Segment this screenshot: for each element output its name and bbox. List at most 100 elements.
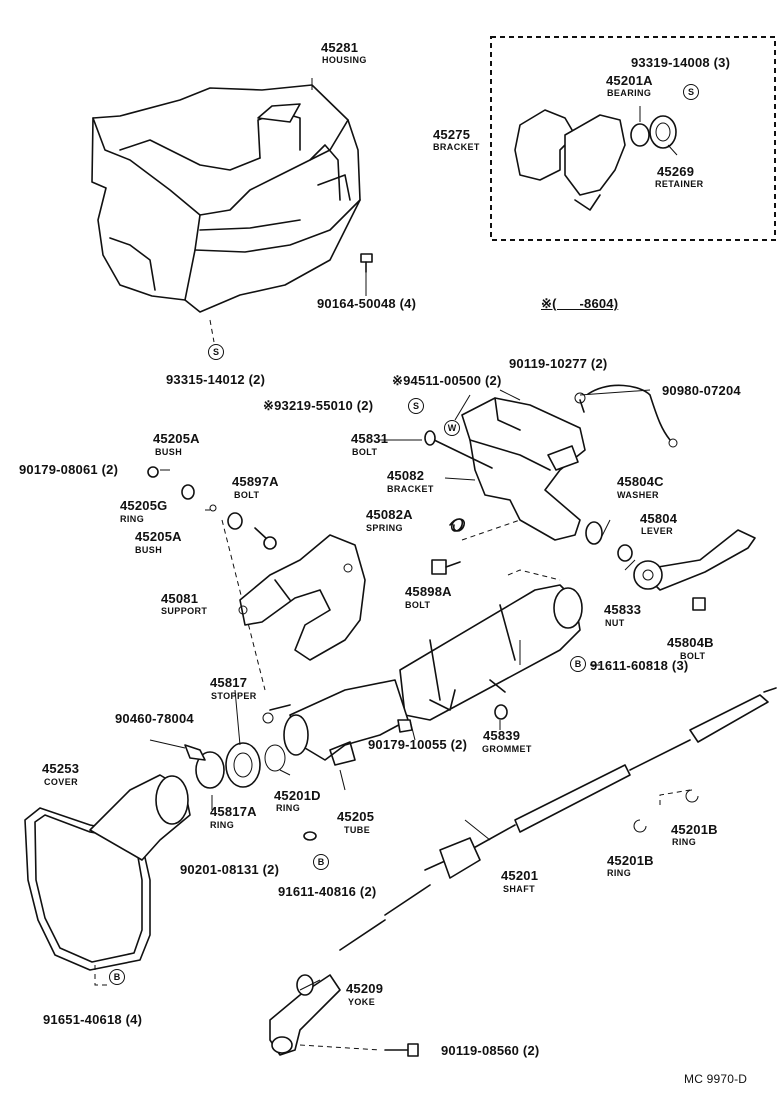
label-45839-name: GROMMET (482, 744, 532, 754)
label-45269-num: 45269 (657, 164, 695, 179)
label-45275-name: BRACKET (433, 142, 480, 152)
ring-45205g-shape (209, 504, 217, 512)
symbol-b-91611-60818: B (570, 656, 586, 672)
label-45201b-a-num: 45201B (607, 853, 654, 868)
label-45205g-num: 45205G (120, 498, 168, 513)
housing-dash-down (209, 319, 215, 343)
bolt-90119-08560-shape (384, 1043, 419, 1057)
lever-45804-drawing (633, 529, 756, 591)
label-94511: ※94511-00500 (2) (392, 373, 502, 388)
label-91651: 91651-40618 (4) (43, 1012, 143, 1027)
label-90980: 90980-07204 (662, 383, 741, 398)
label-45804b-name: BOLT (680, 651, 706, 661)
label-45082-num: 45082 (387, 468, 425, 483)
label-45804-num: 45804 (640, 511, 678, 526)
shaft-45201-drawing (339, 687, 777, 951)
label-45201a-name: BEARING (607, 88, 652, 98)
label-45081-num: 45081 (161, 591, 199, 606)
label-45209-name: YOKE (348, 997, 376, 1007)
label-45833-name: NUT (605, 618, 625, 628)
range-note: ※( -8604) (541, 296, 619, 311)
symbol-s-93319: S (683, 84, 699, 100)
screw-90164 (360, 253, 373, 273)
label-45839-num: 45839 (483, 728, 521, 743)
bolt-45897a-shape (254, 527, 277, 550)
label-90201: 90201-08131 (2) (180, 862, 280, 877)
ring-45201b-b (685, 789, 699, 803)
nut-45833-shape (617, 544, 633, 562)
label-45897a-name: BOLT (234, 490, 260, 500)
bracket-45082-drawing (424, 384, 678, 541)
label-45804-name: LEVER (641, 526, 674, 536)
label-45833-num: 45833 (604, 602, 642, 617)
symbol-b-91651: B (109, 969, 125, 985)
label-45205a-bot-num: 45205A (135, 529, 182, 544)
label-90164: 90164-50048 (4) (317, 296, 417, 311)
label-90179-08061: 90179-08061 (2) (19, 462, 119, 477)
label-45804b-num: 45804B (667, 635, 714, 650)
diagram-code: MC 9970-D (684, 1072, 748, 1086)
bush-45205a-bot-shape (227, 512, 243, 530)
ring-45201b-a (633, 819, 647, 833)
label-45201b-b-num: 45201B (671, 822, 718, 837)
shaft-ring-bracket (659, 789, 691, 805)
label-45205a-top-num: 45205A (153, 431, 200, 446)
bolt-45804b-shape (692, 597, 706, 611)
label-45897a-num: 45897A (232, 474, 279, 489)
label-45205-num: 45205 (337, 809, 375, 824)
yoke-dash (299, 1044, 381, 1051)
bolt-90460-shape (184, 744, 206, 761)
symbol-w-94511: W (444, 420, 460, 436)
bracket-45275-drawing (514, 106, 678, 211)
label-90179-10055: 90179-10055 (2) (368, 737, 468, 752)
label-45831-num: 45831 (351, 431, 389, 446)
label-45817a-num: 45817A (210, 804, 257, 819)
spring-45082a (449, 518, 465, 532)
label-45201b-a-name: RING (607, 868, 632, 878)
label-45205a-bot-name: BUSH (135, 545, 163, 555)
stopper-45817-drawing (225, 742, 286, 788)
label-45831-name: BOLT (352, 447, 378, 457)
label-45082a-num: 45082A (366, 507, 413, 522)
nut-90179-shape (147, 466, 159, 478)
ring-90201-shape (303, 831, 317, 841)
symbol-s-93219: S (408, 398, 424, 414)
label-45817-name: STOPPER (211, 691, 257, 701)
label-91611-60818: 91611-60818 (3) (590, 658, 689, 673)
label-91611-40816: 91611-40816 (2) (278, 884, 377, 899)
label-45205-name: TUBE (344, 825, 371, 835)
cover-45253-drawing (24, 774, 191, 971)
symbol-s-93315: S (208, 344, 224, 360)
label-90119-08560: 90119-08560 (2) (441, 1043, 540, 1058)
symbol-b-91611-40816: B (313, 854, 329, 870)
dash-left-vertical (221, 519, 266, 691)
ring-45817a-drawing (195, 751, 225, 789)
housing-drawing (91, 84, 361, 313)
label-45209-num: 45209 (346, 981, 384, 996)
support-45081-drawing (238, 534, 366, 661)
label-45269-name: RETAINER (655, 179, 704, 189)
label-45898a-name: BOLT (405, 600, 431, 610)
label-45082a-name: SPRING (366, 523, 403, 533)
label-90460: 90460-78004 (115, 711, 194, 726)
bush-45205a-top-shape (181, 484, 195, 500)
label-45281-name: HOUSING (322, 55, 367, 65)
label-45817-num: 45817 (210, 675, 248, 690)
label-45275-num: 45275 (433, 127, 471, 142)
label-93219: ※93219-55010 (2) (263, 398, 374, 413)
label-45201-name: SHAFT (503, 884, 535, 894)
label-45804c-num: 45804C (617, 474, 664, 489)
nut-90179-10055-shape (397, 719, 413, 733)
washer-45804c-shape (585, 521, 603, 545)
label-45205g-name: RING (120, 514, 145, 524)
label-45201d-name: RING (276, 803, 301, 813)
label-93315: 93315-14012 (2) (166, 372, 266, 387)
label-45817a-name: RING (210, 820, 235, 830)
label-45281-num: 45281 (321, 40, 359, 55)
label-45201a-num: 45201A (606, 73, 653, 88)
column-jacket-drawing (399, 584, 583, 721)
label-45804c-name: WASHER (617, 490, 659, 500)
label-90119-10277: 90119-10277 (2) (509, 356, 608, 371)
